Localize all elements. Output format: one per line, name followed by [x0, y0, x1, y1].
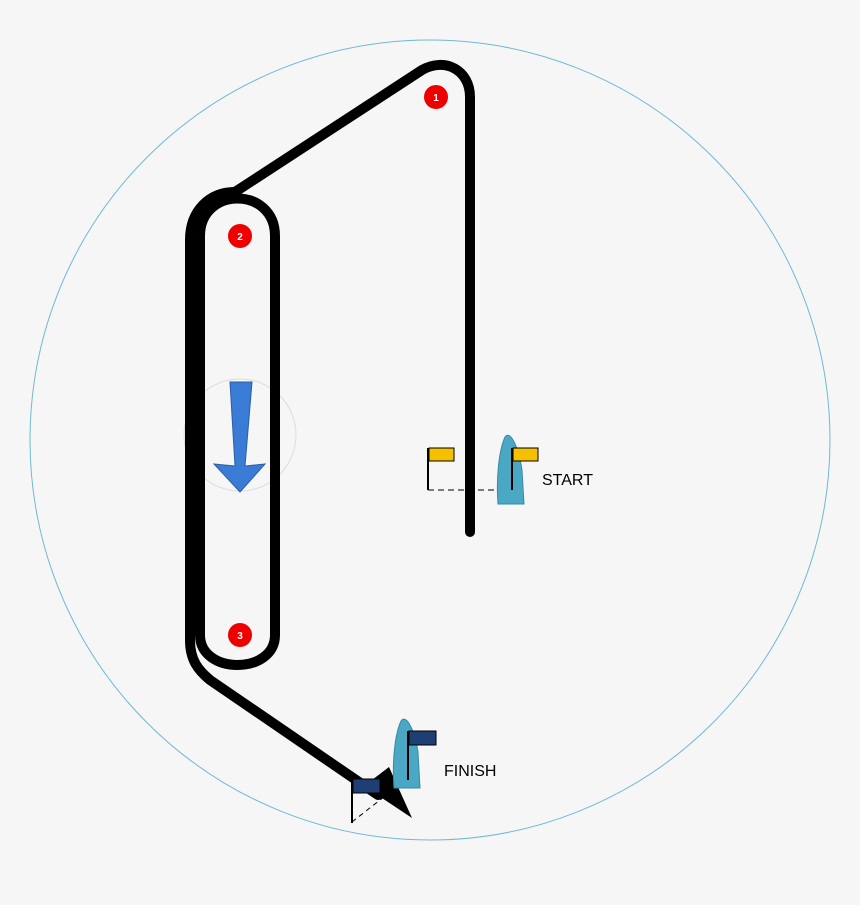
start-to-mark-1-leg [230, 59, 475, 537]
finish-line: FINISH [351, 718, 496, 823]
start-label: START [542, 472, 593, 489]
finish-label: FINISH [444, 763, 496, 780]
start-committee-boat-icon [496, 434, 525, 505]
start-boat-flag-icon [511, 447, 539, 490]
mark-1: 1 [424, 85, 448, 109]
mark-3: 3 [228, 623, 252, 647]
race-area-boundary [29, 39, 831, 841]
mark-3-label: 3 [237, 631, 243, 642]
course-track [185, 59, 475, 800]
finish-pin-flag-icon [351, 778, 381, 823]
finish-committee-boat-icon [392, 718, 421, 789]
mark-2-label: 2 [237, 232, 243, 243]
start-pin-flag-icon [427, 447, 455, 490]
finish-boat-flag-icon [407, 730, 437, 780]
start-line: START [427, 434, 593, 505]
mark-2: 2 [228, 224, 252, 248]
mark-2-mark-3-loop [195, 193, 280, 670]
finish-line-dashes [351, 777, 409, 823]
wind-direction-arrow-icon [183, 378, 297, 493]
mark-2-rounding [185, 187, 383, 800]
mark-1-label: 1 [433, 93, 439, 104]
